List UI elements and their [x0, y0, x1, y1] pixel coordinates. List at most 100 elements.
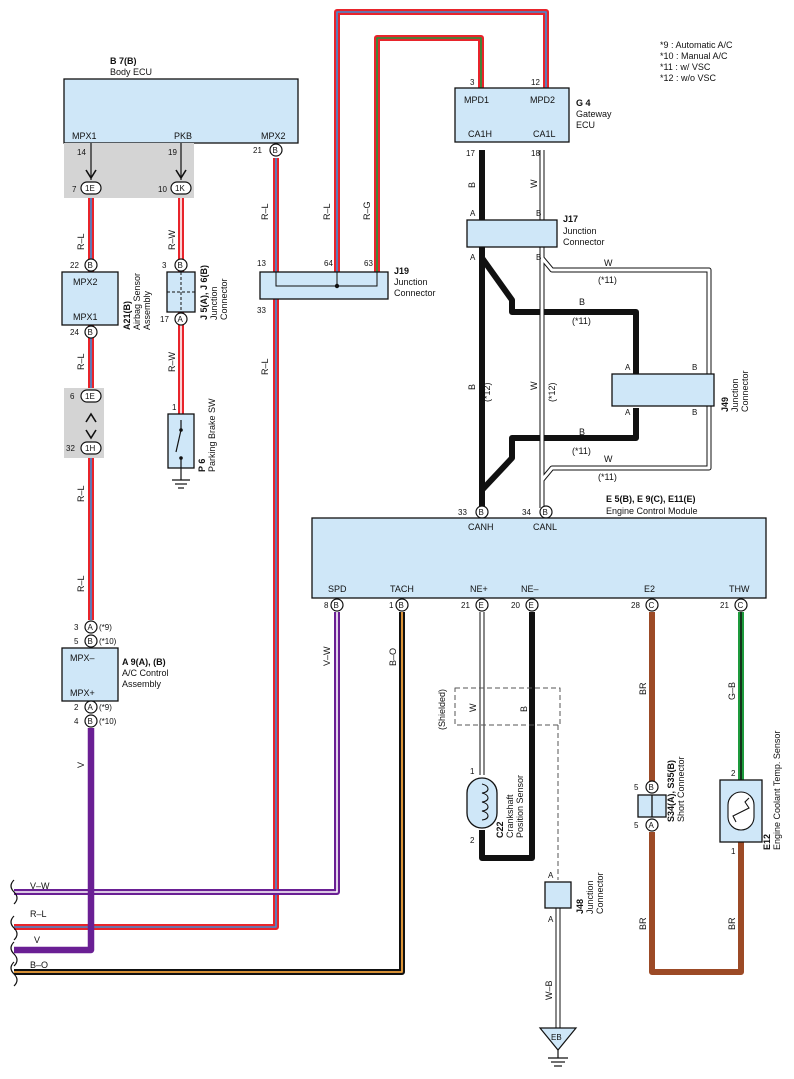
ac-note-10-top: (*10)	[99, 637, 117, 646]
pin-b-canh-label: B	[479, 508, 484, 517]
pin-e-ne-plus-label: E	[479, 601, 484, 610]
j17-junction: A B A B J17 Junction Connector	[466, 209, 605, 262]
airbag-name2: Assembly	[142, 290, 152, 330]
parking-brake-code: P 6	[197, 459, 207, 472]
label-v: V	[76, 762, 86, 768]
pin-a-s34-label: A	[649, 821, 655, 830]
pin-b-canl-label: B	[543, 508, 548, 517]
ac-code: A 9(A), (B)	[122, 657, 166, 667]
j49-name1: Junction	[730, 378, 740, 412]
wire-canh-b	[479, 150, 639, 508]
pin-e-ne-minus-label: E	[529, 601, 534, 610]
j17-box	[466, 219, 558, 248]
airbag-sensor: 22 B MPX2 MPX1 24 B A21(B) Airbag Sensor…	[61, 258, 152, 339]
ground-eb: EB	[538, 1027, 578, 1067]
pin-2-e12: 2	[731, 769, 736, 778]
pin-24: 24	[70, 328, 79, 337]
pin-b-spd	[330, 598, 344, 612]
pin-b-j5	[174, 258, 188, 272]
label-n12-w: (*12)	[547, 382, 557, 402]
pin-5-s34-bot: 5	[634, 821, 639, 830]
pin-b-ac-5-label: B	[88, 637, 93, 646]
gateway-pin-mpd2: MPD2	[530, 95, 555, 105]
j17-pin-a-bot: A	[470, 253, 476, 262]
label-br-3: BR	[727, 917, 737, 930]
label-n11-4: (*11)	[598, 472, 617, 482]
label-b-ne: B	[519, 706, 529, 712]
pin-b-22-label: B	[88, 261, 93, 270]
label-rw-2: R–W	[167, 351, 177, 372]
j48-pin-a-bot: A	[548, 915, 554, 924]
pin-4-ac: 4	[74, 717, 79, 726]
label-rl-3: R–L	[76, 485, 86, 502]
pin-3-j5: 3	[162, 261, 167, 270]
pin-a-j5	[174, 312, 188, 326]
gateway-pin-ca1h: CA1H	[468, 129, 492, 139]
connector-1e	[80, 181, 102, 195]
label-rl-6: R–L	[260, 358, 270, 375]
body-ecu: B 7(B) Body ECU MPX1 PKB MPX2	[63, 56, 299, 144]
wire-e2-br	[649, 612, 744, 975]
pin-33-j19: 33	[257, 306, 266, 315]
pin-b-spd-label: B	[334, 601, 339, 610]
j49-pin-a-bot: A	[625, 408, 631, 417]
pin-63: 63	[364, 259, 373, 268]
note-9: *9 : Automatic A/C	[660, 40, 733, 50]
label-vw: V–W	[322, 646, 332, 666]
pin-17-ca1h: 17	[466, 149, 475, 158]
pin-33-canh: 33	[458, 508, 467, 517]
pin-b-24	[84, 325, 98, 339]
thermistor-icon	[727, 791, 755, 831]
pin-c-e2	[645, 598, 659, 612]
shield-outline	[454, 687, 561, 726]
pins-body-ecu: 14 19 21 B	[77, 143, 283, 180]
pin-3-mpd1: 3	[470, 78, 475, 87]
pin-a-ac-3-label: A	[88, 623, 94, 632]
pin-17-j5: 17	[160, 315, 169, 324]
gateway-pin-ca1l: CA1L	[533, 129, 556, 139]
label-b-2: B	[467, 384, 477, 390]
j48-name2: Connector	[595, 872, 605, 914]
airbag-box	[61, 271, 119, 326]
pin-a-ac-2	[84, 700, 98, 714]
label-rw-1: R–W	[167, 229, 177, 250]
label-br-1: BR	[638, 682, 648, 695]
airbag-pin-mpx2: MPX2	[73, 277, 98, 287]
j49-pin-b-bot: B	[692, 408, 697, 417]
label-w-1: W	[529, 179, 539, 188]
parking-brake-name: Parking Brake SW	[207, 398, 217, 472]
pin-19: 19	[168, 148, 177, 157]
gateway-name1: Gateway	[576, 109, 612, 119]
j49-code: J49	[720, 397, 730, 412]
crank-sensor-body	[466, 777, 498, 829]
pin-21-mpx2: 21	[253, 146, 262, 155]
pin-5-s34: 5	[634, 783, 639, 792]
short-connector: 5 B 5 A S34(A), S35(B) Short Connector	[634, 756, 686, 832]
label-shielded: (Shielded)	[437, 689, 447, 730]
pin-34-canl: 34	[522, 508, 531, 517]
connector-1k	[170, 181, 192, 195]
body-ecu-pin-pkb: PKB	[174, 131, 192, 141]
pin-b-tach	[395, 598, 409, 612]
pin-b-mpx2	[269, 143, 283, 157]
pin-28-e2: 28	[631, 601, 640, 610]
wires	[14, 9, 744, 1030]
bus-label-vw: V–W	[30, 881, 50, 891]
label-n11-1: (*11)	[598, 275, 617, 285]
connector-1k-label: 1K	[175, 184, 185, 193]
ecm-pin-thw: THW	[729, 584, 750, 594]
wire-tach-bo	[14, 612, 405, 975]
j17-name2: Connector	[563, 237, 605, 247]
pin-1-e12: 1	[731, 847, 736, 856]
label-rl-2: R–L	[76, 353, 86, 370]
pin-6: 6	[70, 392, 75, 401]
ecm-name: Engine Control Module	[606, 506, 698, 516]
pin-c-thw	[734, 598, 748, 612]
ecm-pin-e2: E2	[644, 584, 655, 594]
pin-1-c22: 1	[470, 767, 475, 776]
body-ecu-box	[63, 78, 299, 144]
note-12: *12 : w/o VSC	[660, 73, 717, 83]
wire-ne-minus-b	[479, 612, 535, 861]
label-br-2: BR	[638, 917, 648, 930]
pin-b-ac-4-label: B	[88, 717, 93, 726]
